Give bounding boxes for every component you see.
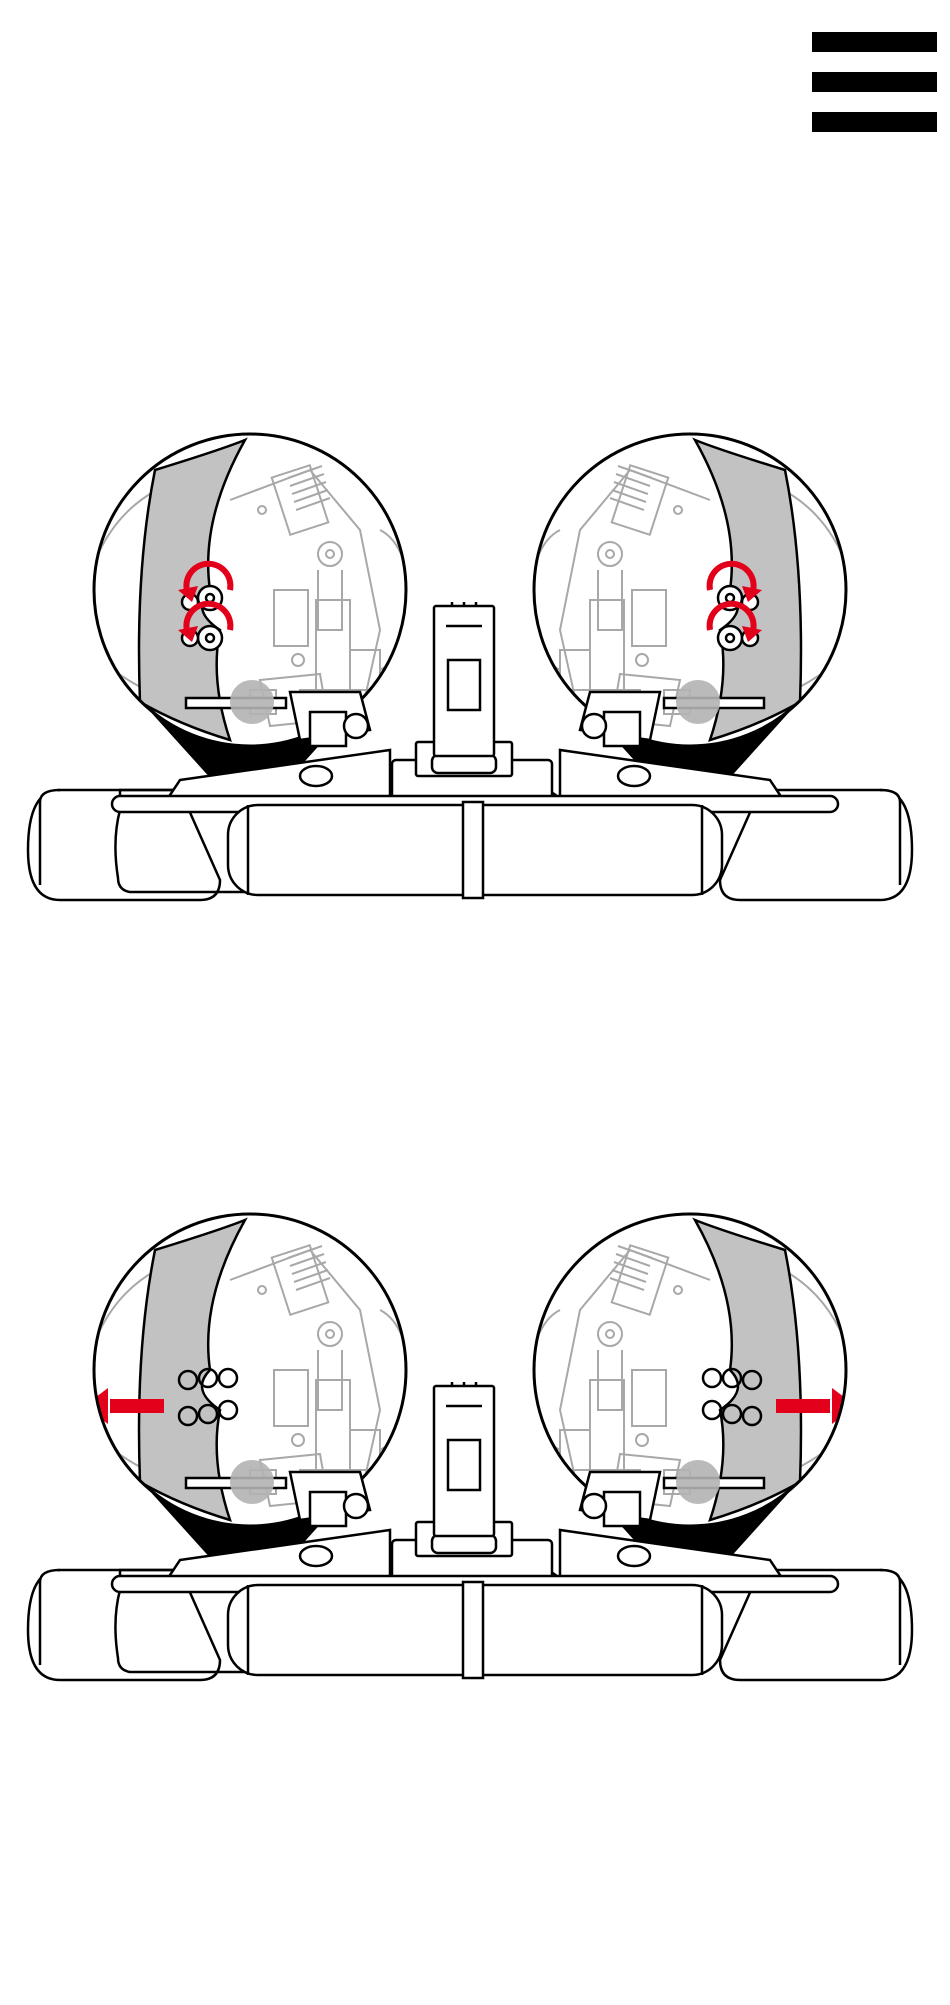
highlight-spot-left	[230, 680, 274, 724]
step-2-illustration	[0, 1210, 950, 1860]
menu-bar-top	[812, 32, 937, 52]
menu-bar-bottom	[812, 112, 937, 132]
highlight-spot-left	[230, 1460, 274, 1504]
step-1-illustration	[0, 430, 950, 1080]
highlight-spot-right	[676, 1460, 720, 1504]
menu-bar-middle	[812, 72, 937, 92]
step-1-diagram	[0, 430, 950, 1080]
hamburger-menu-icon[interactable]	[812, 30, 937, 134]
step-2-diagram	[0, 1210, 950, 1860]
highlight-spot-right	[676, 680, 720, 724]
